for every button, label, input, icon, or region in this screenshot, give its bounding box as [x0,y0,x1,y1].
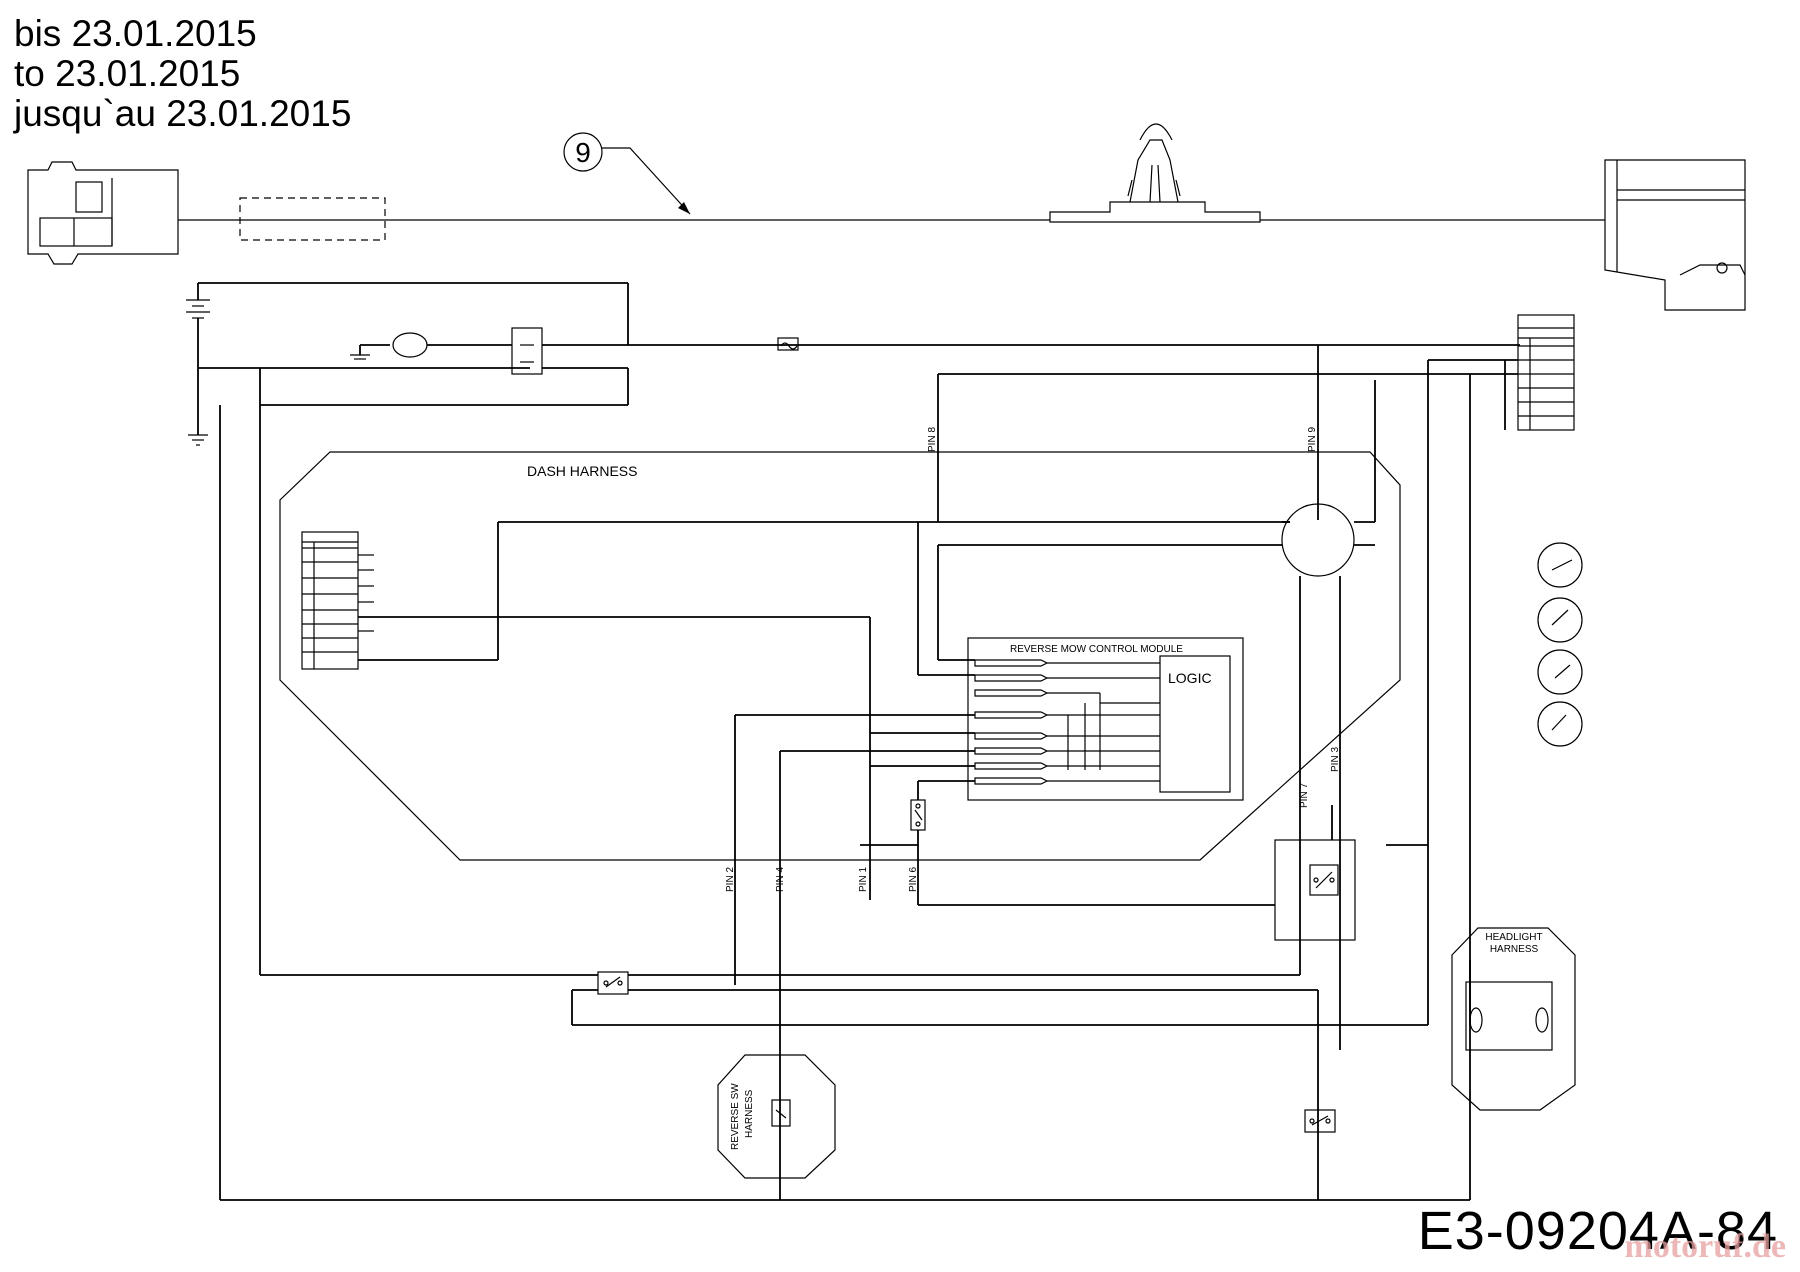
key-switch [938,380,1376,840]
pin3-label: PIN 3 [1330,747,1341,772]
brake-pedal-switch [1274,775,1356,1050]
reverse-sw-harness [717,1054,836,1179]
pin7-label: PIN 7 [1299,783,1310,808]
reverse-mow-module: REVERSE MOW CONTROL MODULE LOGIC [967,637,1244,801]
pin9-label: PIN 9 [1307,427,1318,452]
key-position-diagrams [1537,542,1583,747]
dash-connector-table [301,521,1290,670]
pin4-label: PIN 4 [775,867,786,892]
reverse-sw-label-1: REVERSE SW [730,1083,741,1150]
headlight-label-2: HARNESS [1490,944,1539,955]
pin1-label: PIN 1 [858,867,869,892]
headlight-label-1: HEADLIGHT [1485,932,1542,943]
harness-clip [1049,123,1261,223]
svg-text:REVERSE MOW CONTROL MODULE: REVERSE MOW CONTROL MODULE [1010,644,1183,655]
headlight-harness [1451,927,1576,1111]
callout-9: 9 [563,132,691,215]
header-line-fr: jusqu`au 23.01.2015 [14,93,352,134]
pin2-label: PIN 2 [725,867,736,892]
battery-circuit [186,282,1520,975]
harness-sleeve [239,197,386,241]
right-connector [1604,159,1746,311]
watermark-logo: motoruf.de [1624,1228,1786,1265]
drawing-code: E3-09204A-84 [1417,1201,1778,1261]
dash-harness-outline [279,451,1401,861]
left-connector [27,161,179,265]
reverse-sw-label-2: HARNESS [744,1089,755,1138]
header-line-de: bis 23.01.2015 [14,13,257,54]
engine-connector-table [1428,314,1575,431]
header-line-en: to 23.01.2015 [14,53,241,94]
dash-harness-label: DASH HARNESS [527,463,637,479]
park-brake-switch [860,781,926,846]
svg-text:9: 9 [575,137,591,168]
pin8-label: PIN 8 [927,427,938,452]
seat-switch [1304,1109,1336,1133]
pto-switch [260,971,1428,1026]
pin6-label: PIN 6 [908,867,919,892]
svg-text:LOGIC: LOGIC [1168,670,1212,686]
